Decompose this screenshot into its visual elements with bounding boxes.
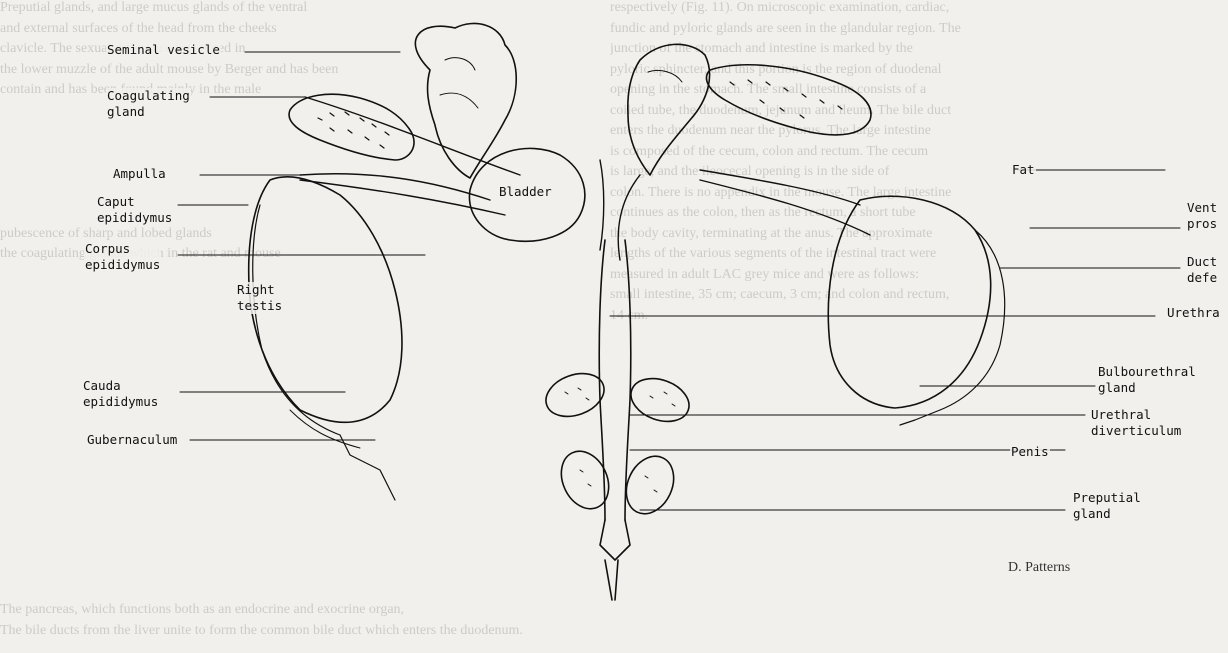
label-fat: Fat — [1011, 162, 1036, 178]
label-bladder: Bladder — [498, 184, 553, 200]
left-testis — [249, 177, 402, 500]
label-bulbourethral-gland: Bulbourethral gland — [1097, 364, 1197, 396]
label-caput-epididymus: Caput epididymus — [96, 194, 173, 226]
coagulating-gland-left — [289, 94, 414, 160]
leader-lines — [178, 52, 1180, 510]
label-penis: Penis — [1010, 444, 1050, 460]
label-gubernaculum: Gubernaculum — [86, 432, 178, 448]
label-corpus-epididymus: Corpus epididymus — [84, 241, 161, 273]
label-ampulla: Ampulla — [112, 166, 167, 182]
label-right-testis: Right testis — [236, 282, 283, 314]
right-testis — [828, 196, 1004, 425]
fragment-d-patterns: D. Patterns — [1008, 560, 1070, 576]
label-preputial-gland: Preputial gland — [1072, 490, 1142, 522]
coagulating-gland-right — [706, 65, 870, 135]
label-urethral-diverticulum: Urethral diverticulum — [1090, 407, 1182, 439]
label-urethra: Urethra — [1166, 305, 1221, 321]
ducts — [300, 97, 870, 260]
label-duct-defe: Duct defe — [1186, 254, 1218, 286]
bulbourethral-glands — [540, 366, 695, 429]
label-cauda-epididymus: Cauda epididymus — [82, 378, 159, 410]
urethra-column — [599, 240, 631, 600]
label-seminal-vesicle: Seminal vesicle — [106, 42, 221, 58]
seminal-vesicle-right — [628, 44, 710, 175]
label-coagulating-gland: Coagulating gland — [106, 88, 191, 120]
label-vent-pros: Vent pros — [1186, 200, 1218, 232]
